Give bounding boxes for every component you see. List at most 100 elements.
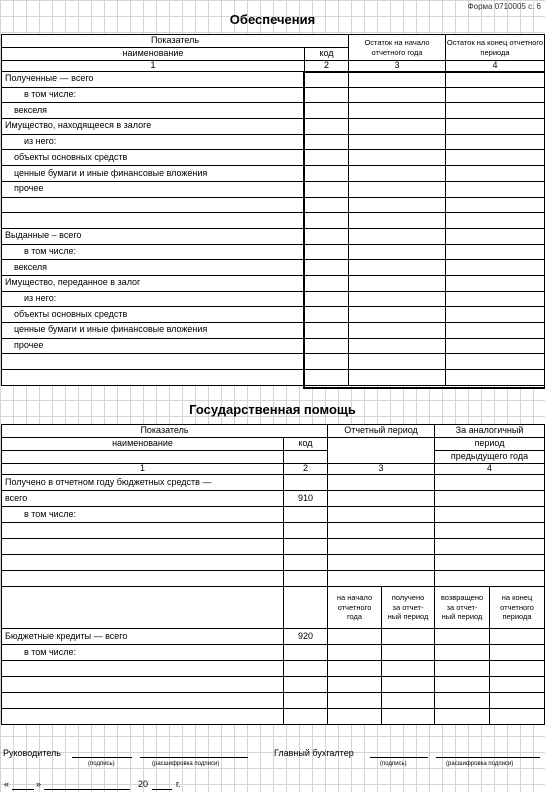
gov-row-period-cell[interactable] [326, 506, 436, 523]
credit-row-value-cell-3[interactable] [434, 676, 491, 693]
security-row-code[interactable] [304, 274, 349, 292]
credit-row-value-cell-4[interactable] [489, 676, 545, 693]
credit-row-value-cell-1[interactable] [327, 628, 382, 645]
security-row-begin-cell[interactable] [348, 306, 446, 323]
security-row-begin-cell[interactable] [348, 337, 446, 355]
security-row-end-cell[interactable] [445, 102, 545, 120]
gov-row-prev-cell[interactable] [434, 570, 545, 587]
gov-row-prev-cell[interactable] [434, 490, 545, 507]
gov-row-code[interactable] [283, 554, 328, 571]
credit-row-code[interactable] [283, 644, 328, 661]
gov-row-period-cell[interactable] [326, 554, 436, 571]
security-row-code[interactable] [304, 259, 349, 276]
security-row-end-cell[interactable] [445, 118, 545, 135]
security-row-code[interactable] [304, 227, 349, 245]
credit-row-value-cell-1[interactable] [327, 692, 382, 709]
security-row-end-cell[interactable] [445, 133, 545, 151]
head-sign-line[interactable] [72, 757, 132, 758]
gov-row-period-cell[interactable] [326, 490, 436, 507]
security-row-code[interactable] [304, 71, 349, 88]
credit-row-code[interactable] [283, 692, 328, 709]
security-row-code[interactable] [304, 306, 349, 323]
chief-sign-line[interactable] [370, 757, 428, 758]
security-row-code[interactable] [304, 243, 349, 261]
security-row-begin-cell[interactable] [348, 196, 446, 214]
credit-row-value-cell-4[interactable] [489, 660, 545, 677]
gov-row-period-cell[interactable] [326, 522, 436, 539]
security-row-end-cell[interactable] [445, 322, 545, 339]
gov-row-prev-cell[interactable] [434, 538, 545, 555]
security-row-begin-cell[interactable] [348, 149, 446, 167]
security-row-end-cell[interactable] [445, 212, 545, 229]
security-row-end-cell[interactable] [445, 71, 545, 88]
credit-row-value-cell-1[interactable] [327, 708, 382, 725]
security-row-end-cell[interactable] [445, 196, 545, 214]
security-row-begin-cell[interactable] [348, 290, 446, 308]
security-row-code[interactable] [304, 133, 349, 151]
security-row-end-cell[interactable] [445, 337, 545, 355]
security-row-end-cell[interactable] [445, 180, 545, 198]
security-row-code[interactable] [304, 165, 349, 182]
gov-row-prev-cell[interactable] [434, 522, 545, 539]
security-row-begin-cell[interactable] [348, 133, 446, 151]
gov-row-period-cell[interactable] [326, 570, 436, 587]
credit-row-value-cell-3[interactable] [434, 692, 491, 709]
security-row-end-cell[interactable] [445, 86, 545, 104]
credit-row-code[interactable] [283, 708, 328, 725]
security-row-code[interactable] [304, 149, 349, 167]
security-row-end-cell[interactable] [445, 353, 545, 371]
security-row-begin-cell[interactable] [348, 86, 446, 104]
security-row-code[interactable] [304, 212, 349, 229]
credit-row-value-cell-1[interactable] [327, 644, 382, 661]
credit-row-value-cell-4[interactable] [489, 644, 545, 661]
credit-row-value-cell-2[interactable] [380, 660, 436, 677]
gov-row-code[interactable] [283, 522, 328, 539]
security-row-code[interactable] [304, 337, 349, 355]
security-row-begin-cell[interactable] [348, 212, 446, 229]
credit-row-code[interactable] [283, 676, 328, 693]
head-decode-line[interactable] [140, 757, 248, 758]
security-row-end-cell[interactable] [445, 259, 545, 276]
security-row-end-cell[interactable] [445, 306, 545, 323]
credit-row-value-cell-2[interactable] [380, 644, 436, 661]
credit-row-value-cell-1[interactable] [327, 676, 382, 693]
security-row-code[interactable] [304, 290, 349, 308]
security-row-code[interactable] [304, 196, 349, 214]
security-row-begin-cell[interactable] [348, 259, 446, 276]
date-day-line[interactable] [12, 789, 34, 790]
security-row-code[interactable] [304, 322, 349, 339]
security-row-code[interactable] [304, 86, 349, 104]
security-row-end-cell[interactable] [445, 227, 545, 245]
credit-row-value-cell-2[interactable] [380, 708, 436, 725]
security-row-code[interactable] [304, 102, 349, 120]
credit-row-value-cell-3[interactable] [434, 660, 491, 677]
security-row-code[interactable] [304, 369, 349, 386]
security-row-code[interactable] [304, 118, 349, 135]
date-year-line[interactable] [152, 789, 172, 790]
security-row-end-cell[interactable] [445, 165, 545, 182]
chief-decode-line[interactable] [436, 757, 540, 758]
gov-row-period-cell[interactable] [326, 538, 436, 555]
security-row-begin-cell[interactable] [348, 227, 446, 245]
security-row-end-cell[interactable] [445, 290, 545, 308]
credit-row-value-cell-4[interactable] [489, 692, 545, 709]
security-row-begin-cell[interactable] [348, 369, 446, 386]
credit-row-value-cell-4[interactable] [489, 708, 545, 725]
security-row-begin-cell[interactable] [348, 102, 446, 120]
security-row-end-cell[interactable] [445, 274, 545, 292]
gov-row-code[interactable] [283, 474, 328, 491]
credit-row-value-cell-2[interactable] [380, 676, 436, 693]
gov-row-prev-cell[interactable] [434, 554, 545, 571]
credit-row-value-cell-1[interactable] [327, 660, 382, 677]
date-month-line[interactable] [44, 789, 130, 790]
security-row-end-cell[interactable] [445, 369, 545, 386]
gov-row-code[interactable]: 910 [283, 490, 328, 507]
gov-row-prev-cell[interactable] [434, 506, 545, 523]
security-row-begin-cell[interactable] [348, 165, 446, 182]
gov-row-prev-cell[interactable] [434, 474, 545, 491]
credit-row-value-cell-3[interactable] [434, 628, 491, 645]
credit-row-code[interactable]: 920 [283, 628, 328, 645]
gov-row-code[interactable] [283, 570, 328, 587]
security-row-begin-cell[interactable] [348, 274, 446, 292]
credit-row-code[interactable] [283, 660, 328, 677]
